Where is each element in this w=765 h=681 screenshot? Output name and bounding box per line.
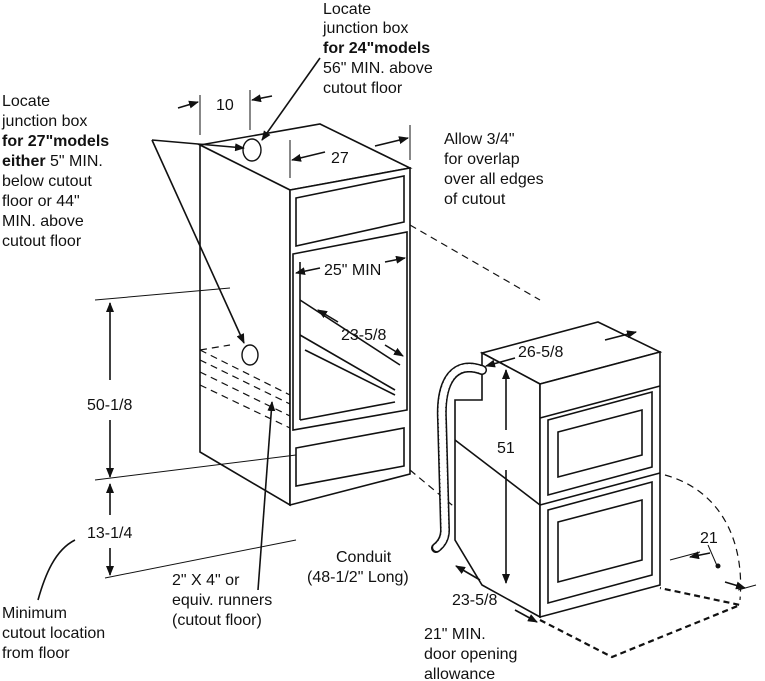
dim-27: 27 (331, 150, 349, 167)
label-locate-24: Locate junction box for 24"models 56" MI… (322, 1, 437, 97)
dim-23-5-8-cabinet: 23-5/8 (341, 327, 386, 344)
leader-lines (151, 57, 321, 591)
dimension-10 (177, 90, 273, 135)
dim-23-5-8-oven: 23-5/8 (452, 592, 497, 609)
dim-21: 21 (700, 530, 718, 547)
dim-25-min: 25" MIN (324, 262, 381, 279)
label-minimum-cutout: Minimum cutout location from floor (2, 605, 110, 662)
door-allowance (539, 474, 757, 659)
wall-oven (454, 321, 663, 619)
dim-10: 10 (216, 97, 234, 114)
label-conduit: Conduit (48-1/2" Long) (307, 549, 409, 586)
dim-50-1-8: 50-1/8 (87, 397, 132, 414)
dim-51: 51 (497, 440, 515, 457)
junction-box-27 (241, 344, 259, 366)
label-locate-27: Locate junction box for 27"models either… (1, 93, 114, 250)
dim-26-5-8: 26-5/8 (518, 344, 563, 361)
dimension-27 (289, 125, 411, 178)
dim-13-1-4: 13-1/4 (87, 525, 132, 542)
conduit (431, 362, 487, 553)
cabinet (197, 123, 413, 507)
junction-box-24 (242, 138, 262, 162)
label-door-opening: 21" MIN. door opening allowance (424, 626, 522, 681)
label-runners: 2" X 4" or equiv. runners (cutout floor) (172, 572, 277, 629)
label-allow-overlap: Allow 3/4" for overlap over all edges of… (444, 131, 548, 208)
